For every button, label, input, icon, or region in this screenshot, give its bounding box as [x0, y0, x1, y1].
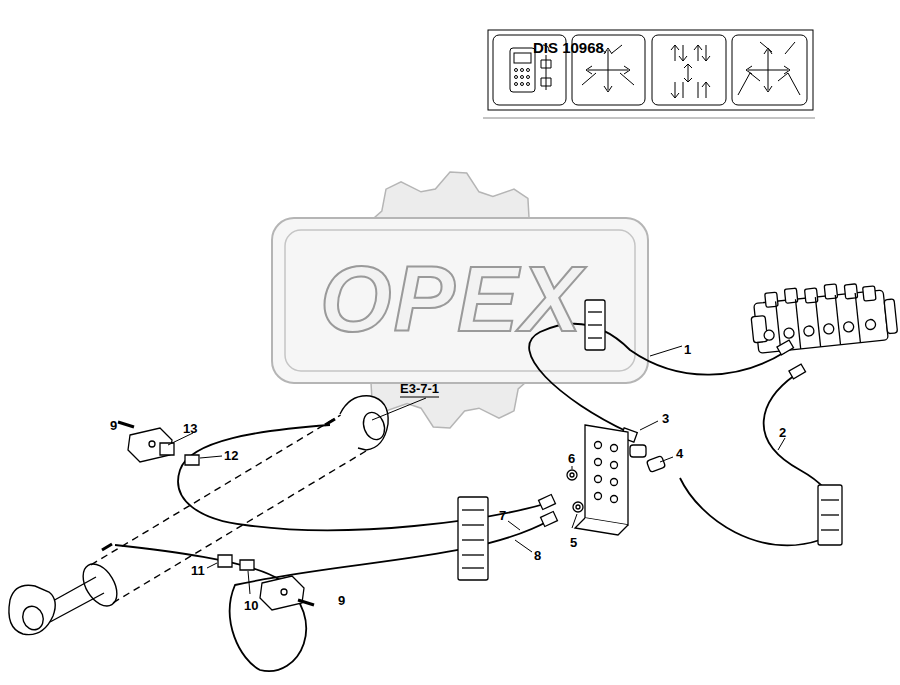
reference-code: E3-7-1 — [400, 382, 439, 395]
callout-number: 3 — [662, 412, 669, 425]
underline — [400, 397, 439, 398]
callout-number: 2 — [779, 426, 786, 439]
hydraulic-cylinder — [9, 396, 388, 635]
callout-number: 5 — [570, 536, 577, 549]
callout-number: 6 — [568, 452, 575, 465]
callout-number: 9 — [338, 594, 345, 607]
watermark: OPEX — [320, 253, 584, 345]
callout-number: 9 — [110, 419, 117, 432]
drawing-code: DIS 10968 — [533, 40, 604, 55]
watermark-gear — [272, 172, 648, 428]
watermark-frame — [285, 230, 635, 371]
watermark-frame — [272, 218, 648, 383]
hoses — [115, 324, 837, 671]
control-valve — [749, 278, 899, 354]
icon-panel — [483, 30, 815, 118]
callout-number: 4 — [676, 447, 683, 460]
callout-number: 7 — [499, 509, 506, 522]
callout-number: 8 — [534, 549, 541, 562]
callout-number: 1 — [684, 343, 691, 356]
fittings — [539, 340, 806, 526]
callout-number: 11 — [191, 564, 205, 577]
bracket-plate — [575, 425, 628, 535]
callout-number: 13 — [183, 422, 197, 435]
leader-lines — [168, 346, 785, 594]
callout-number: 10 — [244, 599, 258, 612]
callout-number: 12 — [224, 449, 238, 462]
